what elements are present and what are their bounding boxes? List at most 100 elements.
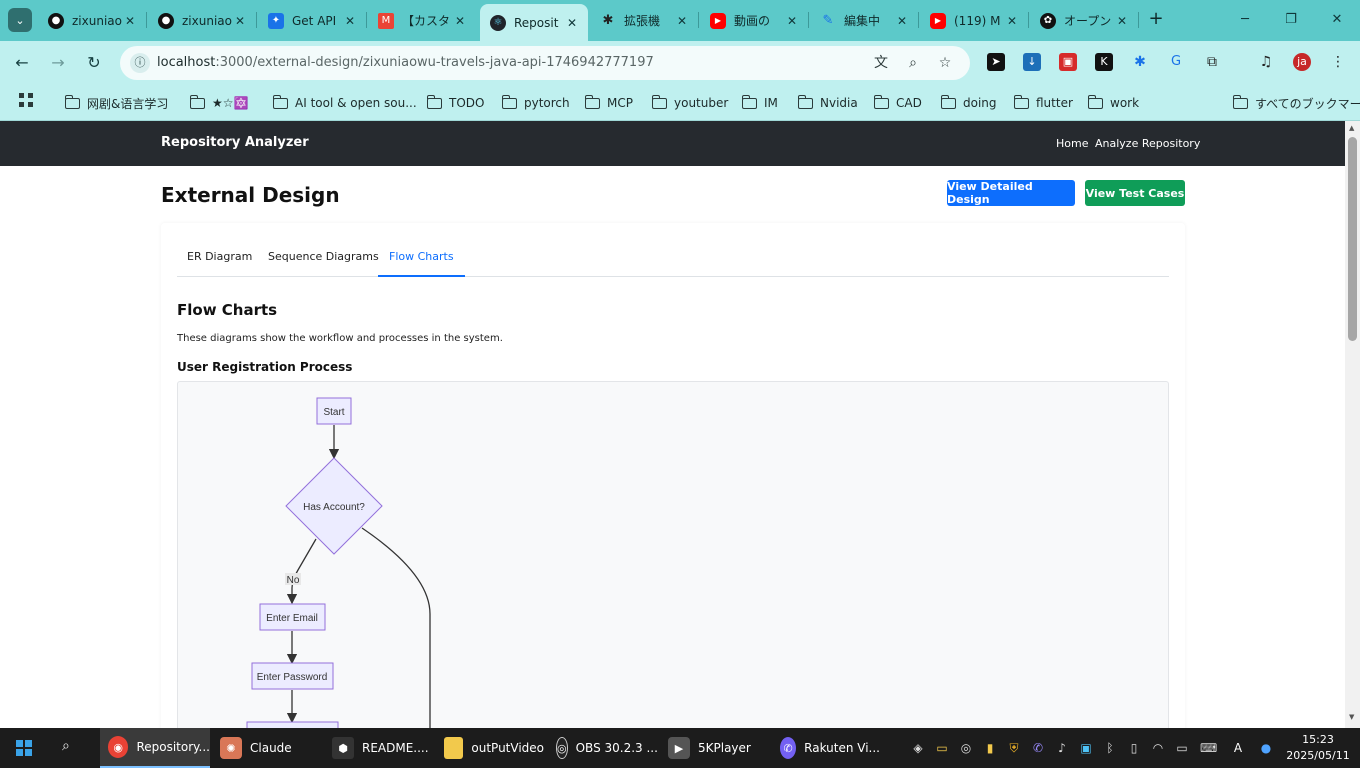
battery-icon[interactable]: ▭ [1176,741,1188,755]
view-test-cases-button[interactable]: View Test Cases [1085,180,1185,206]
browser-tab[interactable]: ● zixuniao ✕ [38,4,146,37]
minimize-icon[interactable]: ─ [1241,12,1249,27]
nav-link-analyze[interactable]: Analyze Repository [1095,137,1201,150]
bookmark-folder[interactable]: pytorch [501,93,570,113]
volume-icon[interactable]: ♪ [1058,741,1066,755]
extension-puzzle-icon[interactable]: ✱ [1134,54,1146,70]
zoom-icon[interactable]: ⌕ [909,55,917,71]
taskbar-app-rakuten[interactable]: ✆Rakuten Vi... [770,728,880,768]
tray-obs-icon[interactable]: ◎ [960,741,972,755]
tray-folder-icon[interactable]: ▭ [936,741,948,755]
scroll-up-icon[interactable]: ▲ [1349,124,1355,132]
tray-app-icon[interactable]: ◈ [913,741,923,755]
scroll-down-icon[interactable]: ▼ [1349,713,1355,721]
browser-tab[interactable]: ▶ (119) M ✕ [920,4,1028,37]
apps-grid-icon[interactable] [19,93,33,107]
page-scrollbar[interactable]: ▲ ▼ [1345,121,1360,728]
claude-icon: ✺ [220,737,242,759]
tab-flow-charts[interactable]: Flow Charts [378,223,465,277]
taskbar-app-folder[interactable]: outPutVideo [434,728,544,768]
tab-er-diagram[interactable]: ER Diagram [187,250,253,263]
bookmark-folder[interactable]: IM [741,93,778,113]
browser-tab[interactable]: ✿ オープン ✕ [1030,4,1138,37]
ime-indicator[interactable]: A [1233,741,1243,755]
media-control-icon[interactable]: ♫ [1259,54,1273,70]
bookmark-folder[interactable]: work [1087,93,1139,113]
bookmark-folder[interactable]: youtuber [651,93,728,113]
bookmark-folder[interactable]: MCP [584,93,633,113]
profile-avatar[interactable]: ja [1293,53,1311,71]
close-icon[interactable]: ✕ [234,13,246,28]
network-globe-icon[interactable]: ● [1260,741,1272,755]
site-info-icon[interactable]: ⓘ [130,53,150,73]
browser-tab[interactable]: M 【カスタ ✕ [368,4,476,37]
extensions-menu-icon[interactable]: ⧉ [1207,54,1217,70]
close-icon[interactable]: ✕ [454,13,466,28]
close-icon[interactable]: ✕ [566,15,578,30]
tray-shield-icon[interactable]: ⛨ [1009,741,1019,755]
all-bookmarks[interactable]: すべてのブックマーク [1232,93,1360,113]
browser-tab-active[interactable]: ⚛ Reposit ✕ [480,4,588,41]
restore-icon[interactable]: ❐ [1285,12,1297,27]
download-icon[interactable]: ↓ [1023,53,1041,71]
close-icon[interactable]: ✕ [1116,13,1128,28]
tray-viber-icon[interactable]: ✆ [1032,741,1044,755]
close-icon[interactable]: ✕ [344,13,356,28]
taskbar-app-obs[interactable]: ◎OBS 30.2.3 ... [546,728,658,768]
search-icon[interactable]: ⌕ [62,738,70,754]
browser-tab[interactable]: ✎ 編集中 ✕ [810,4,918,37]
bookmark-folder[interactable]: doing [940,93,997,113]
close-icon[interactable]: ✕ [896,13,908,28]
browser-tab[interactable]: ● zixuniao ✕ [148,4,256,37]
bookmark-folder[interactable]: Nvidia [797,93,858,113]
taskbar-app-chrome[interactable]: ◉Repository... [100,728,210,768]
close-window-icon[interactable]: ✕ [1331,12,1343,27]
bluetooth-icon[interactable]: ᛒ [1106,741,1114,755]
browser-tab[interactable]: ▶ 動画の ✕ [700,4,808,37]
close-icon[interactable]: ✕ [786,13,798,28]
bookmark-folder[interactable]: AI tool & open sou... [272,93,417,113]
taskbar-app-readme[interactable]: ⬢README.... [322,728,432,768]
bookmark-folder[interactable]: 网剧&语言学习 [64,93,168,113]
address-bar[interactable]: ⓘ localhost:3000/external-design/zixunia… [120,46,970,80]
bookmark-folder[interactable]: flutter [1013,93,1073,113]
bookmark-folder[interactable]: ★☆🔯 [189,93,248,113]
taskbar-app-claude[interactable]: ✺Claude [210,728,320,768]
browser-tab[interactable]: ✦ Get API ✕ [258,4,366,37]
close-icon[interactable]: ✕ [1006,13,1018,28]
tab-sequence-diagrams[interactable]: Sequence Diagrams [268,250,379,263]
scroll-thumb[interactable] [1348,137,1357,341]
new-tab-icon[interactable]: + [1148,8,1164,29]
close-icon[interactable]: ✕ [676,13,688,28]
translate-icon[interactable]: 文 [874,55,888,71]
github-icon: ● [158,12,174,29]
view-detailed-design-button[interactable]: View Detailed Design [947,180,1075,206]
reload-icon[interactable]: ↻ [87,53,101,72]
tray-app-blue-icon[interactable]: ▣ [1080,741,1092,755]
keyboard-icon[interactable]: ⌨ [1200,741,1218,755]
taskbar-clock[interactable]: 15:23 2025/05/11 [1286,732,1350,764]
taskbar-app-5kplayer[interactable]: ▶5KPlayer [658,728,768,768]
back-icon[interactable]: ← [15,53,29,72]
wifi-icon[interactable]: ◠ [1152,741,1164,755]
tab-search-button[interactable]: ⌄ [8,8,32,32]
bookmark-star-icon[interactable]: ☆ [938,55,952,71]
tray-usb-icon[interactable]: ▮ [986,741,994,755]
url-text[interactable]: localhost:3000/external-design/zixuniaow… [157,55,654,70]
navbar-brand[interactable]: Repository Analyzer [161,135,309,150]
extension-video-icon[interactable]: ▣ [1059,53,1077,71]
forward-icon[interactable]: → [51,53,65,72]
bookmark-folder[interactable]: CAD [873,93,922,113]
google-translate-icon[interactable]: G [1170,54,1182,69]
folder-icon [426,94,442,109]
windows-start-icon[interactable] [16,740,32,756]
nav-link-home[interactable]: Home [1056,137,1089,150]
extension-send-icon[interactable]: ➤ [987,53,1005,71]
usb-device-icon[interactable]: ▯ [1130,741,1138,755]
browser-tab[interactable]: ✱ 拡張機 ✕ [590,4,698,37]
menu-kebab-icon[interactable]: ⋮ [1331,54,1345,70]
bookmark-folder[interactable]: TODO [426,93,484,113]
extension-k-icon[interactable]: K [1095,53,1113,71]
tab-title: zixuniao [72,13,122,28]
close-icon[interactable]: ✕ [124,13,136,28]
